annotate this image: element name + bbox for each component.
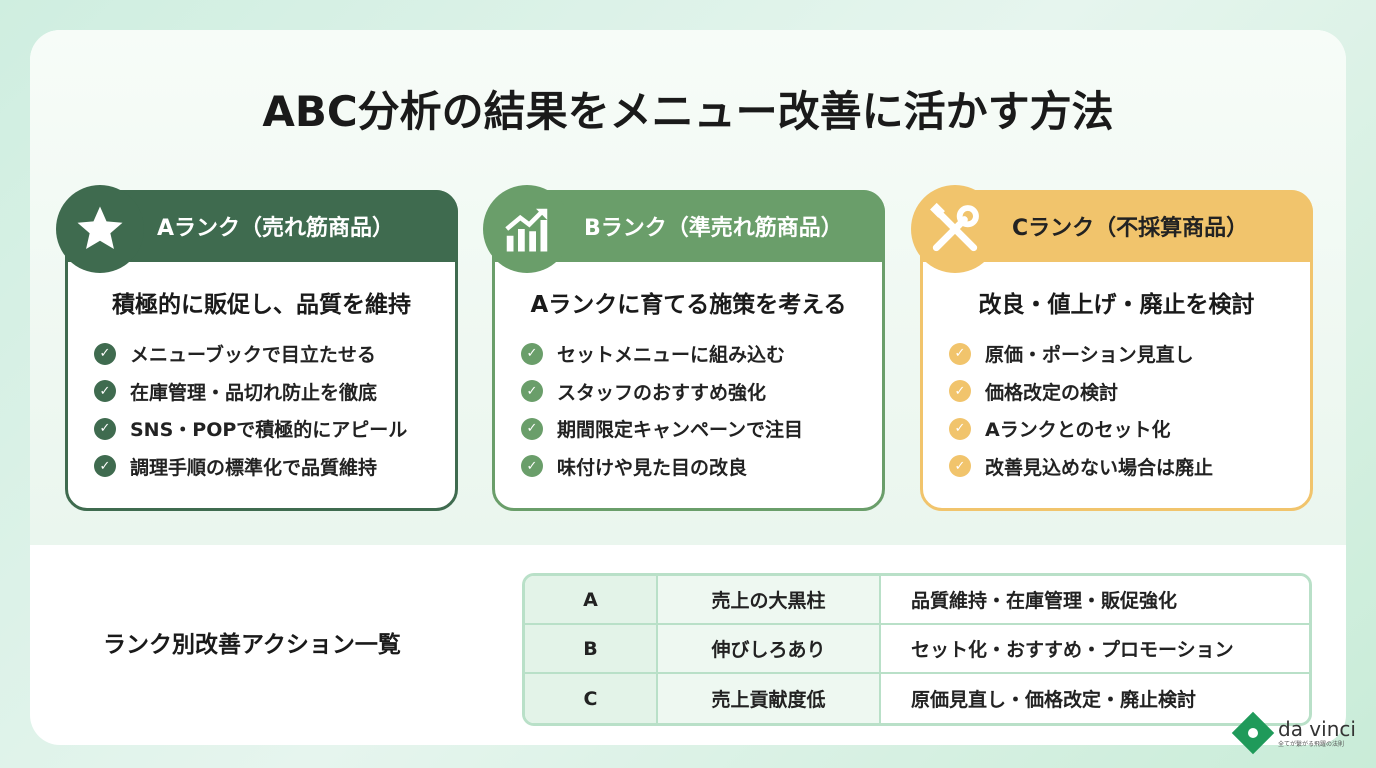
check-icon: ✓ <box>521 455 543 478</box>
logo-name: da vinci <box>1278 716 1356 741</box>
rank-c-card: Cランク（不採算商品） 改良・値上げ・廃止を検討 ✓原価・ポーション見直し ✓価… <box>911 185 1313 511</box>
check-icon: ✓ <box>94 342 116 365</box>
rank-cell: C <box>525 674 658 723</box>
rank-a-list: ✓メニューブックで目立たせる ✓在庫管理・品切れ防止を徹底 ✓SNS・POPで積… <box>94 335 407 485</box>
list-item: ✓原価・ポーション見直し <box>949 335 1213 373</box>
table-label: ランク別改善アクション一覧 <box>103 632 401 658</box>
infographic-card: ABC分析の結果をメニュー改善に活かす方法 Aランク（売れ筋商品） 積極的に販促… <box>30 30 1346 745</box>
list-item: ✓改善見込めない場合は廃止 <box>949 448 1213 486</box>
check-icon: ✓ <box>94 380 116 403</box>
check-icon: ✓ <box>521 417 543 440</box>
list-item: ✓味付けや見た目の改良 <box>521 448 803 486</box>
list-item: ✓調理手順の標準化で品質維持 <box>94 448 407 486</box>
list-item: ✓Aランクとのセット化 <box>949 410 1213 448</box>
check-icon: ✓ <box>949 380 971 403</box>
page-title: ABC分析の結果をメニュー改善に活かす方法 <box>262 87 1114 136</box>
list-item: ✓セットメニューに組み込む <box>521 335 803 373</box>
action-cell: セット化・おすすめ・プロモーション <box>881 625 1309 674</box>
rank-c-list: ✓原価・ポーション見直し ✓価格改定の検討 ✓Aランクとのセット化 ✓改善見込め… <box>949 335 1213 485</box>
list-item: ✓メニューブックで目立たせる <box>94 335 407 373</box>
rank-c-subtitle: 改良・値上げ・廃止を検討 <box>978 292 1255 318</box>
check-icon: ✓ <box>521 380 543 403</box>
check-icon: ✓ <box>949 455 971 478</box>
check-icon: ✓ <box>94 455 116 478</box>
feature-cell: 売上の大黒柱 <box>658 576 881 625</box>
bar-chart-growth-icon <box>483 185 571 273</box>
list-item: ✓期間限定キャンペーンで注目 <box>521 410 803 448</box>
rank-b-card: Bランク（準売れ筋商品） Aランクに育てる施策を考える ✓セットメニューに組み込… <box>483 185 885 511</box>
check-icon: ✓ <box>949 342 971 365</box>
star-icon <box>56 185 144 273</box>
rank-a-subtitle: 積極的に販促し、品質を維持 <box>112 292 411 318</box>
list-item: ✓スタッフのおすすめ強化 <box>521 373 803 411</box>
feature-cell: 売上貢献度低 <box>658 674 881 723</box>
rank-cell: A <box>525 576 658 625</box>
action-cell: 品質維持・在庫管理・販促強化 <box>881 576 1309 625</box>
rank-b-subtitle: Aランクに育てる施策を考える <box>530 292 847 318</box>
davinci-logo: da vinci 全てが繋がる飛躍の法則 <box>1231 711 1356 755</box>
list-item: ✓SNS・POPで積極的にアピール <box>94 410 407 448</box>
check-icon: ✓ <box>949 417 971 440</box>
logo-diamond-icon <box>1231 711 1275 755</box>
check-icon: ✓ <box>521 342 543 365</box>
list-item: ✓価格改定の検討 <box>949 373 1213 411</box>
feature-cell: 伸びしろあり <box>658 625 881 674</box>
rank-b-list: ✓セットメニューに組み込む ✓スタッフのおすすめ強化 ✓期間限定キャンペーンで注… <box>521 335 803 485</box>
action-cell: 原価見直し・価格改定・廃止検討 <box>881 674 1309 723</box>
check-icon: ✓ <box>94 417 116 440</box>
rank-cell: B <box>525 625 658 674</box>
tools-icon <box>911 185 999 273</box>
list-item: ✓在庫管理・品切れ防止を徹底 <box>94 373 407 411</box>
rank-a-card: Aランク（売れ筋商品） 積極的に販促し、品質を維持 ✓メニューブックで目立たせる… <box>56 185 458 511</box>
logo-tagline: 全てが繋がる飛躍の法則 <box>1278 740 1345 748</box>
